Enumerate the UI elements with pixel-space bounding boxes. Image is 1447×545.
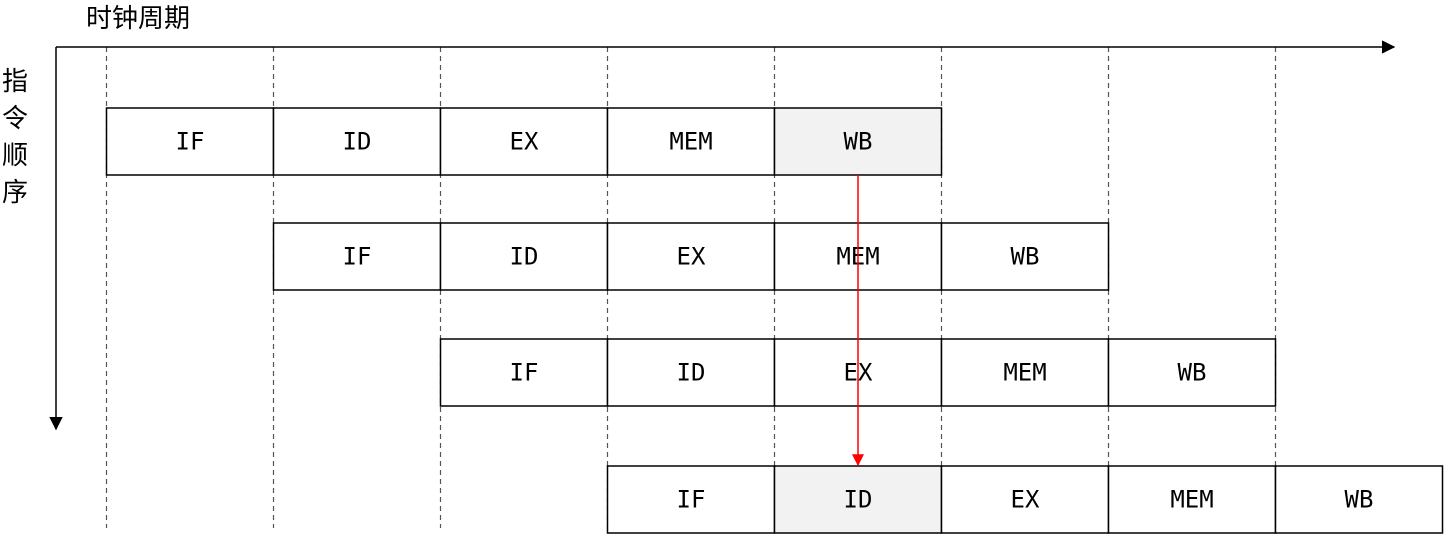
- pipeline-stage: IF: [272, 222, 442, 291]
- stage-label: ID: [844, 486, 873, 514]
- stage-label: IF: [677, 486, 706, 514]
- pipeline-stage: EX: [940, 465, 1110, 534]
- time-axis-label: 时钟周期: [86, 4, 190, 34]
- instruction-row: IF ID EX MEM WB: [105, 107, 943, 176]
- pipeline-stage: IF: [105, 107, 275, 176]
- instruction-order-axis-label: 指 令 顺 序: [2, 67, 28, 208]
- stage-box: [606, 465, 776, 534]
- pipeline-stage: ID: [439, 222, 609, 291]
- stage-box: [1274, 465, 1444, 534]
- stage-box: [1107, 465, 1277, 534]
- stage-box: [1107, 338, 1277, 407]
- pipeline-stage: ID: [606, 338, 776, 407]
- stage-label: WB: [1011, 243, 1040, 271]
- pipeline-stage: ID: [773, 465, 943, 534]
- pipeline-stage: ID: [272, 107, 442, 176]
- stage-box: [105, 107, 275, 176]
- pipeline-stage: WB: [1107, 338, 1277, 407]
- stage-box: [606, 107, 776, 176]
- stage-label: WB: [1178, 359, 1207, 387]
- stage-box: [940, 338, 1110, 407]
- pipeline-stage: MEM: [606, 107, 776, 176]
- instruction-row: IF ID EX MEM WB: [606, 465, 1444, 534]
- cycle-grid-lines: [105, 47, 1277, 528]
- stage-label: ID: [677, 359, 706, 387]
- stage-label: IF: [510, 359, 539, 387]
- axis-label-char: 指: [2, 67, 28, 97]
- stage-label: WB: [844, 128, 873, 156]
- stage-box: [272, 107, 442, 176]
- axis-label-char: 顺: [2, 141, 28, 171]
- stage-box: [439, 338, 609, 407]
- stage-label: ID: [343, 128, 372, 156]
- pipeline-stage: MEM: [1107, 465, 1277, 534]
- pipeline-stage: WB: [773, 107, 943, 176]
- pipeline-stage: WB: [940, 222, 1110, 291]
- stage-label: MEM: [1170, 486, 1213, 514]
- axis-label-char: 令: [2, 104, 28, 134]
- axis-label-char: 序: [2, 178, 28, 208]
- stage-box: [606, 338, 776, 407]
- stage-box: [940, 222, 1110, 291]
- pipeline-stage: EX: [439, 107, 609, 176]
- stage-box-highlighted: [773, 465, 943, 534]
- stage-label: ID: [510, 243, 539, 271]
- pipeline-stage: MEM: [940, 338, 1110, 407]
- stage-box: [940, 465, 1110, 534]
- stage-box-highlighted: [773, 107, 943, 176]
- stage-label: MEM: [669, 128, 712, 156]
- stage-label: IF: [343, 243, 372, 271]
- stage-box: [439, 222, 609, 291]
- pipeline-stage: WB: [1274, 465, 1444, 534]
- stage-label: EX: [1011, 486, 1040, 514]
- stage-label: MEM: [1003, 359, 1046, 387]
- stage-label: IF: [176, 128, 205, 156]
- stage-label: EX: [510, 128, 539, 156]
- stage-label: WB: [1345, 486, 1374, 514]
- stage-box: [606, 222, 776, 291]
- pipeline-stage: EX: [606, 222, 776, 291]
- stage-label: EX: [677, 243, 706, 271]
- pipeline-stage: IF: [606, 465, 776, 534]
- pipeline-stage: IF: [439, 338, 609, 407]
